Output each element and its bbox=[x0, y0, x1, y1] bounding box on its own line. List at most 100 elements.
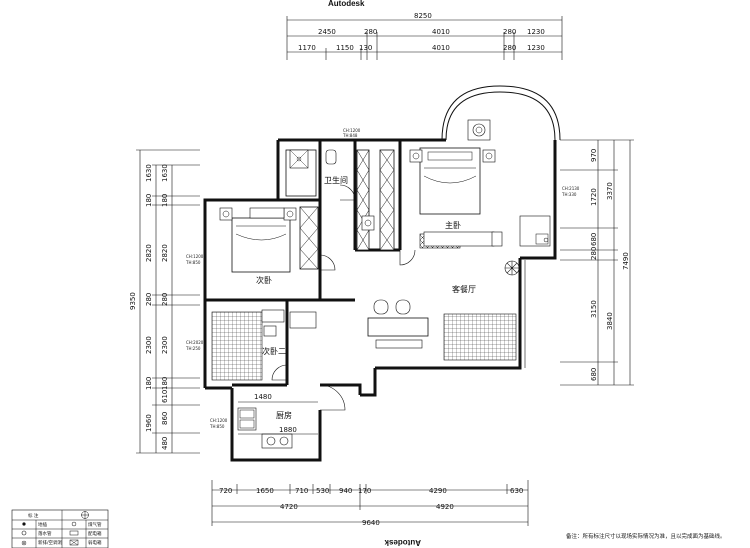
left-dim-280: 280 bbox=[145, 293, 153, 306]
kitchen-dim-bottom: 1880 bbox=[279, 426, 297, 434]
doors bbox=[271, 184, 526, 411]
left-dimension-lines bbox=[136, 149, 200, 454]
left-dim-i-480: 480 bbox=[161, 437, 169, 450]
top-dim-5: 1230 bbox=[527, 28, 545, 36]
room-label-bedroom-two: 次卧二 bbox=[262, 346, 286, 356]
washing-machine-icon bbox=[467, 119, 491, 141]
right-dim-overall: 7490 bbox=[622, 252, 630, 270]
left-dim-i-1630: 1630 bbox=[161, 164, 169, 182]
bottom-dim-overall: 9640 bbox=[362, 519, 380, 527]
watermark-bottom: Autodesk bbox=[384, 538, 421, 547]
footer-note: 备注：所有标注尺寸以现场实际情况为准，且以完成面为基础线。 bbox=[566, 532, 726, 540]
top-dim-r2-3: 130 bbox=[359, 44, 372, 52]
left-dim-180b: 180 bbox=[145, 377, 153, 390]
floor-socket-icon bbox=[22, 522, 26, 526]
tag-bedroom-th: TH:850 bbox=[185, 260, 201, 265]
sofa-rug bbox=[443, 313, 517, 361]
legend-target-icon bbox=[81, 511, 89, 519]
left-dim-1960: 1960 bbox=[145, 414, 153, 432]
legend-row-2-label2: 配电箱 bbox=[88, 530, 102, 537]
tag-kitchen-ch: CH:1200 bbox=[210, 418, 228, 423]
left-dim-i-180: 180 bbox=[161, 194, 169, 207]
top-dim-4: 280 bbox=[503, 28, 516, 36]
top-dim-r2-4: 4010 bbox=[432, 44, 450, 52]
left-dim-i-180: 180 bbox=[161, 377, 169, 390]
drain-pipe-icon bbox=[21, 530, 27, 536]
top-dim-r2-5: 280 bbox=[503, 44, 516, 52]
tag-master-ch: CH:2130 bbox=[562, 186, 580, 191]
tag-bedroom-two-th: TH:250 bbox=[185, 346, 201, 351]
legend-row-2-label: 落水管 bbox=[38, 530, 52, 537]
top-dim-1: 2450 bbox=[318, 28, 336, 36]
left-dim-2300: 2300 bbox=[145, 336, 153, 354]
tag-bedroom-ch: CH:1200 bbox=[186, 254, 204, 259]
room-label-kitchen: 厨房 bbox=[276, 410, 292, 420]
room-label-bedroom: 次卧 bbox=[256, 275, 272, 285]
room-label-master-bedroom: 主卧 bbox=[445, 220, 461, 230]
bottom-dim-720: 720 bbox=[219, 487, 232, 495]
right-dim-680b: 680 bbox=[590, 368, 598, 381]
legend-row-1-label2: 煤气管 bbox=[88, 521, 102, 528]
left-dim-overall: 9350 bbox=[129, 292, 137, 310]
ac-hole-icon bbox=[21, 540, 27, 546]
right-dim-3370: 3370 bbox=[606, 182, 614, 200]
right-dim-1720: 1720 bbox=[590, 188, 598, 206]
bathroom-fixtures bbox=[289, 149, 375, 231]
exterior-walls bbox=[203, 85, 561, 462]
bedroom-two-bed bbox=[211, 311, 263, 381]
bottom-dim-710: 710 bbox=[295, 487, 308, 495]
top-dim-r2-6: 1230 bbox=[527, 44, 545, 52]
bottom-dim-4920: 4920 bbox=[436, 503, 454, 511]
dining-table bbox=[367, 299, 429, 349]
distribution-box-icon bbox=[69, 530, 79, 536]
left-dim-i-860: 860 bbox=[161, 412, 169, 425]
weak-current-box-icon bbox=[69, 539, 79, 546]
top-dim-3: 4010 bbox=[432, 28, 450, 36]
top-dim-2: 280 bbox=[364, 28, 377, 36]
right-dim-280: 280 bbox=[590, 247, 598, 260]
plant-icon bbox=[504, 260, 520, 276]
watermark-top: Autodesk bbox=[328, 0, 365, 8]
left-dim-i-280: 280 bbox=[161, 293, 169, 306]
right-dim-680: 680 bbox=[590, 233, 598, 246]
top-dim-overall: 8250 bbox=[414, 12, 432, 20]
left-dim-1630: 1630 bbox=[145, 164, 153, 182]
bottom-dimension-lines bbox=[211, 480, 529, 526]
master-bed bbox=[409, 147, 496, 215]
bottom-dim-170: 170 bbox=[358, 487, 371, 495]
legend-title: 标 注 bbox=[28, 512, 39, 519]
kitchen-dim-top: 1480 bbox=[254, 393, 272, 401]
legend-row-3-label: 新排/空调洞 bbox=[38, 539, 63, 546]
left-dim-180: 180 bbox=[145, 194, 153, 207]
bottom-dim-4290: 4290 bbox=[429, 487, 447, 495]
room-label-bathroom: 卫生间 bbox=[324, 175, 348, 185]
top-dim-r2-1: 1170 bbox=[298, 44, 316, 52]
tag-kitchen-th: TH:850 bbox=[209, 424, 225, 429]
room-label-living-dining: 客餐厅 bbox=[452, 284, 476, 294]
gas-pipe-icon bbox=[71, 521, 77, 527]
kitchen-fixtures bbox=[237, 401, 318, 449]
bottom-dim-1650: 1650 bbox=[256, 487, 274, 495]
right-dimension-lines bbox=[560, 139, 634, 386]
wardrobes bbox=[285, 149, 395, 270]
left-dim-2820: 2820 bbox=[145, 244, 153, 262]
tag-bath-th: TH:848 bbox=[342, 133, 358, 138]
top-dimension-lines bbox=[286, 16, 563, 60]
bottom-dim-4720: 4720 bbox=[280, 503, 298, 511]
right-dim-3150: 3150 bbox=[590, 300, 598, 318]
tag-bath-ch: CH:1200 bbox=[343, 128, 361, 133]
bedroom-two-desk bbox=[261, 309, 317, 337]
legend-table bbox=[11, 509, 109, 548]
bottom-dim-530: 530 bbox=[316, 487, 329, 495]
legend-row-1-label: 地插 bbox=[38, 521, 47, 528]
bottom-dim-630: 630 bbox=[510, 487, 523, 495]
tag-master-th: TH:330 bbox=[561, 192, 577, 197]
interior-walls bbox=[205, 140, 402, 385]
legend-row-3-label2: 弱电箱 bbox=[88, 539, 102, 546]
left-dim-i-610: 610 bbox=[161, 390, 169, 403]
left-dim-i-2300: 2300 bbox=[161, 336, 169, 354]
bedroom-bed bbox=[219, 207, 297, 273]
tag-bedroom-two-ch: CH:2020 bbox=[186, 340, 204, 345]
